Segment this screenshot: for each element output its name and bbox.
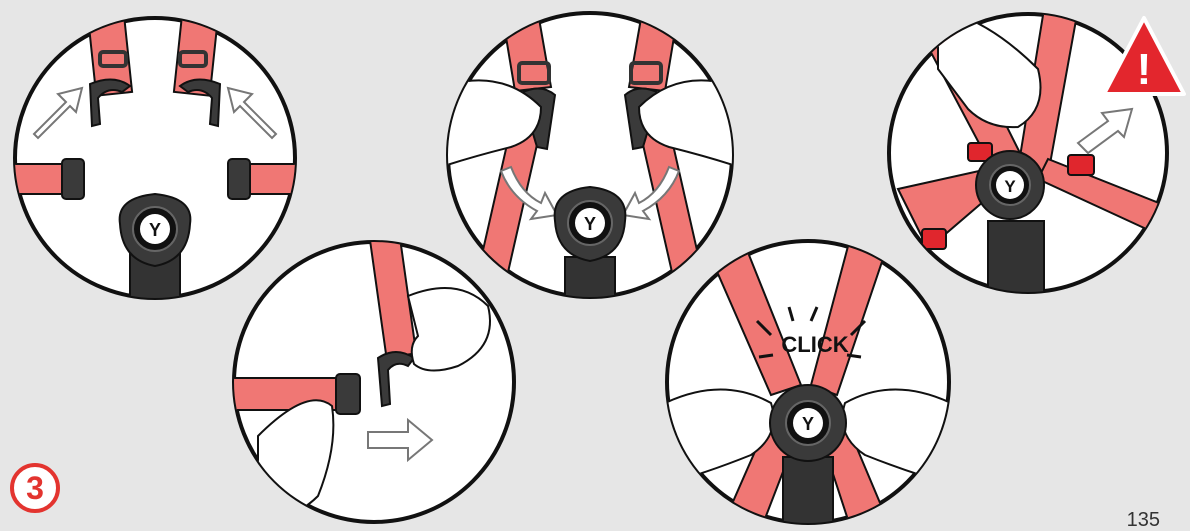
warning-symbol: ! bbox=[1137, 45, 1152, 94]
page-number: 135 bbox=[1127, 510, 1160, 530]
svg-text:Y: Y bbox=[1004, 177, 1016, 196]
svg-text:Y: Y bbox=[584, 214, 596, 234]
svg-text:Y: Y bbox=[802, 414, 814, 434]
svg-text:Y: Y bbox=[149, 220, 161, 240]
warning-triangle-icon: ! bbox=[1100, 14, 1188, 98]
step-number-badge: 3 bbox=[10, 463, 60, 513]
click-label: CLICK bbox=[781, 332, 848, 357]
